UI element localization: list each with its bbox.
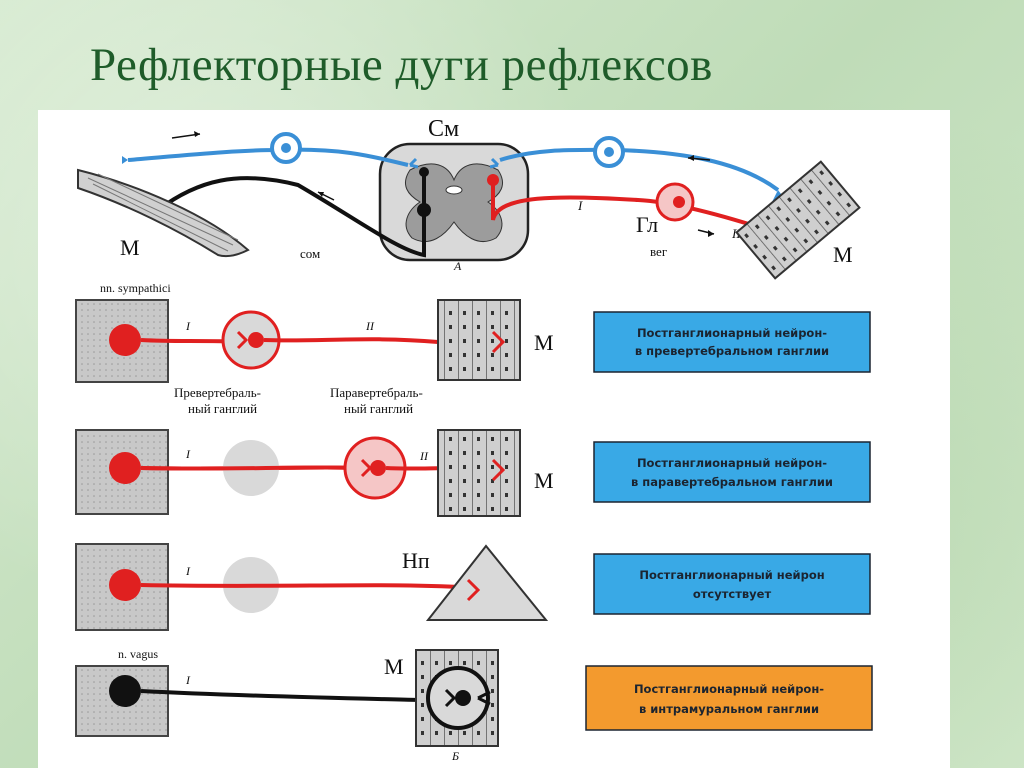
- paravertebral-label-2: ный ганглий: [344, 401, 413, 416]
- row-paravertebral: I II М: [75, 429, 554, 517]
- smooth-muscle-top: [735, 160, 861, 280]
- info-box-4: Постганглионарный нейрон- в интрамуральн…: [585, 665, 873, 731]
- label-m-4: М: [384, 654, 404, 679]
- label-som: сом: [300, 246, 320, 261]
- slide-title: Рефлекторные дуги рефлексов: [90, 39, 713, 91]
- label-m-left: М: [120, 235, 140, 260]
- label-b: Б: [451, 749, 459, 763]
- label-i-1: I: [185, 319, 191, 333]
- label-i-top: I: [577, 198, 583, 213]
- prevertebral-label-2: ный ганглий: [188, 401, 257, 416]
- info-box-2-bg: [593, 441, 871, 503]
- smooth-muscle-2: [437, 429, 521, 517]
- info-box-3-line-1: Постганглионарный нейрон: [639, 568, 824, 582]
- diagram-panel: См М сом А I Гл вег II: [38, 110, 950, 768]
- row-no-postganglionic: I Нп: [75, 543, 549, 631]
- label-i-3: I: [185, 564, 191, 578]
- preganglionic-neuron-3: [109, 569, 141, 601]
- label-ii-2: II: [419, 449, 429, 463]
- prevertebral-label-1: Превертебраль-: [174, 385, 261, 400]
- diagram-a: См М сом А I Гл вег II: [77, 116, 861, 280]
- adrenal-medulla: [425, 544, 549, 621]
- info-box-2-line-1: Постганглионарный нейрон-: [637, 456, 827, 470]
- info-box-4-bg: [585, 665, 873, 731]
- label-m-right: М: [833, 242, 853, 267]
- info-box-2-line-2: в паравертебральном ганглии: [631, 475, 833, 489]
- label-ii-1: II: [365, 319, 375, 333]
- info-box-3-line-2: отсутствует: [693, 587, 772, 601]
- smooth-muscle-1: [437, 299, 521, 381]
- paravertebral-label-1: Паравертебраль-: [330, 385, 423, 400]
- info-box-1-line-2: в превертебральном ганглии: [635, 344, 829, 358]
- info-box-3: Постганглионарный нейрон отсутствует: [593, 553, 871, 615]
- autonomic-fiber: [491, 180, 784, 237]
- afferent-fiber-right: [499, 147, 780, 192]
- info-box-2: Постганглионарный нейрон- в паравертебра…: [593, 441, 871, 503]
- label-i-4: I: [185, 673, 191, 687]
- vagal-preganglionic-neuron: [109, 675, 141, 707]
- label-a: А: [453, 259, 462, 273]
- preganglionic-neuron-2: [109, 452, 141, 484]
- info-box-4-line-2: в интрамуральном ганглии: [639, 702, 819, 716]
- label-i-2: I: [185, 447, 191, 461]
- somatic-motor-fiber: [156, 172, 426, 258]
- info-box-1-bg: [593, 311, 871, 373]
- preganglionic-neuron-1: [109, 324, 141, 356]
- label-np: Нп: [402, 548, 430, 573]
- row-intramural: I М Б: [75, 649, 499, 763]
- label-gl: Гл: [636, 212, 658, 237]
- info-box-1-line-1: Постганглионарный нейрон-: [637, 326, 827, 340]
- label-veg: вег: [650, 244, 667, 259]
- row-prevertebral: I II М: [75, 299, 554, 383]
- label-m-2: М: [534, 468, 554, 493]
- reflex-arc-diagram: См М сом А I Гл вег II: [75, 116, 873, 763]
- label-n-vagus: n. vagus: [118, 647, 158, 661]
- skeletal-muscle: [77, 168, 250, 258]
- afferent-fiber-left: [127, 147, 409, 167]
- label-nn-sympathici: nn. sympathici: [100, 281, 171, 295]
- info-box-1: Постганглионарный нейрон- в превертебрал…: [593, 311, 871, 373]
- info-box-4-line-1: Постганглионарный нейрон-: [634, 682, 824, 696]
- spinal-cord-section: [378, 142, 530, 262]
- label-sm: См: [428, 116, 459, 142]
- info-box-3-bg: [593, 553, 871, 615]
- label-m-1: М: [534, 330, 554, 355]
- label-ii-top: II: [731, 226, 741, 241]
